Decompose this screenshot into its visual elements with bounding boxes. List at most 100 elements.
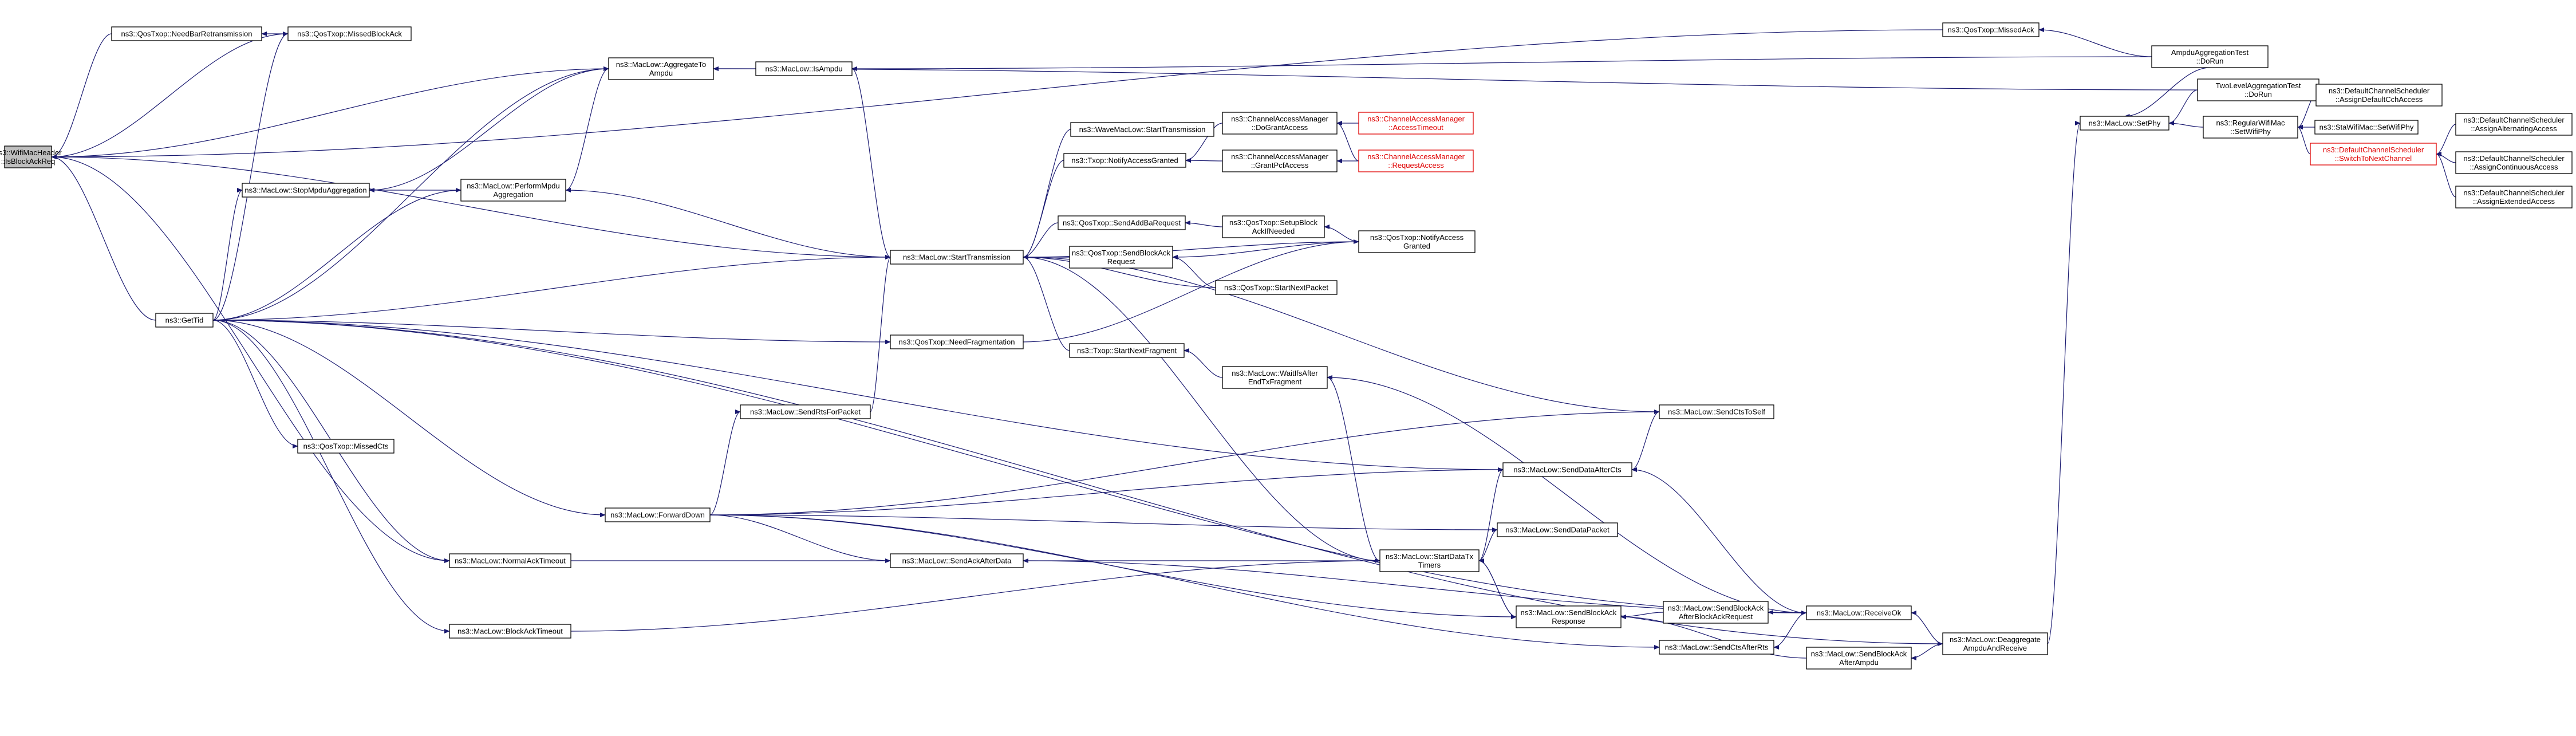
edge-forwarddown-to-sendctsafterrts [709,514,1660,650]
node-assigndefcch[interactable]: ns3::DefaultChannelScheduler::AssignDefa… [2315,84,2443,107]
node-startnextfrag[interactable]: ns3::Txop::StartNextFragment [1069,343,1185,358]
edge-blockacktimeout-to-startdatatx [570,558,1380,632]
node-assignext-label-1: ::AssignExtendedAccess [2473,197,2555,206]
node-sendrts[interactable]: ns3::MacLow::SendRtsForPacket [740,404,871,419]
node-blockacktimeout[interactable]: ns3::MacLow::BlockAckTimeout [449,624,571,639]
node-receiveok[interactable]: ns3::MacLow::ReceiveOk [1806,605,1912,620]
node-starttx[interactable]: ns3::MacLow::StartTransmission [890,250,1024,265]
edge-grantpcf-to-notifyaccess [1185,158,1223,163]
node-stawifisetphy-label-0: ns3::StaWifiMac::SetWifiPhy [2319,123,2414,132]
node-sendackafterdata[interactable]: ns3::MacLow::SendAckAfterData [890,553,1024,568]
edge-gettid-to-stopmpdu [212,188,243,321]
edge-ampduaggtest-to-isampdu [851,56,2152,71]
edge-wavestart-to-starttx [1023,129,1071,259]
node-waitifafter-label-0: ns3::MacLow::WaitIfsAfter [1232,369,1318,377]
edge-startdatatx-to-sendblockackresp [1478,560,1517,619]
node-gettid[interactable]: ns3::GetTid [155,313,214,328]
edge-gettid-to-deaggregate [212,320,1943,646]
node-performmpdu-label-0: ns3::MacLow::PerformMpdu [467,182,560,190]
node-sendblockackafterampdu-label-0: ns3::MacLow::SendBlockAck [1811,650,1907,658]
edge-waitifafter-to-startnextfrag [1184,348,1223,378]
node-stawifisetphy[interactable]: ns3::StaWifiMac::SetWifiPhy [2314,120,2419,135]
node-accesstimeout[interactable]: ns3::ChannelAccessManager::AccessTimeout [1358,112,1474,135]
node-assignalt-box [2455,113,2573,136]
edge-root-to-normalacktimeout [51,156,450,563]
node-notifyaccess[interactable]: ns3::Txop::NotifyAccessGranted [1063,153,1186,168]
node-needbar[interactable]: ns3::QosTxop::NeedBarRetransmission [111,26,262,41]
node-assignalt[interactable]: ns3::DefaultChannelScheduler::AssignAlte… [2455,113,2573,136]
node-sendblockackresp-label-1: Response [1552,617,1585,625]
node-receiveok-label-0: ns3::MacLow::ReceiveOk [1817,609,1902,617]
node-senddataaftercts[interactable]: ns3::MacLow::SendDataAfterCts [1502,462,1632,477]
node-switchtonext-label-1: ::SwitchToNextChannel [2335,154,2412,163]
node-missedcts[interactable]: ns3::QosTxop::MissedCts [297,439,395,454]
node-ampduaggtest[interactable]: AmpduAggregationTest::DoRun [2151,45,2269,68]
edge-qosmissedack-to-root [51,29,1943,159]
node-assignalt-label-0: ns3::DefaultChannelScheduler [2463,116,2565,124]
edges-layer [51,27,2456,660]
edge-aggtoampdu-to-root [51,68,609,159]
node-grantpcf[interactable]: ns3::ChannelAccessManager::GrantPcfAcces… [1222,149,1338,172]
node-tlaggtest-label-0: TwoLevelAggregationTest [2216,81,2301,90]
node-wavestart[interactable]: ns3::WaveMacLow::StartTransmission [1070,122,1214,137]
node-sendblockackafterampdu-box [1806,647,1912,670]
node-sendblockackafterreq[interactable]: ns3::MacLow::SendBlockAckAfterBlockAckRe… [1663,601,1769,624]
node-sendctstoself-label-0: ns3::MacLow::SendCtsToSelf [1668,408,1765,416]
node-tlaggtest[interactable]: TwoLevelAggregationTest::DoRun [2197,78,2319,101]
node-setphy-label-0: ns3::MacLow::SetPhy [2089,119,2161,128]
edge-setupblockack-to-sendaddba [1185,221,1223,227]
edge-startnextpacket-to-starttx [1023,255,1216,288]
edge-tlaggtest-to-setphy [2168,89,2198,125]
node-setphy[interactable]: ns3::MacLow::SetPhy [2080,116,2169,131]
node-blockacktimeout-box [449,624,571,639]
node-sendctstoself[interactable]: ns3::MacLow::SendCtsToSelf [1659,404,1774,419]
node-senddatapacket-label-0: ns3::MacLow::SendDataPacket [1505,526,1609,534]
node-sendaddba[interactable]: ns3::QosTxop::SendAddBaRequest [1058,215,1186,230]
node-switchtonext-box [2310,143,2437,166]
node-root-label-1: ::IsBlockAckReq [1,157,56,166]
node-needfrag[interactable]: ns3::QosTxop::NeedFragmentation [890,334,1024,349]
node-qosmissedack-label-0: ns3::QosTxop::MissedAck [1948,26,2034,34]
node-setupblockack-label-0: ns3::QosTxop::SetupBlock [1229,218,1317,227]
node-isampdu[interactable]: ns3::MacLow::IsAmpdu [755,61,853,76]
node-missedblockack[interactable]: ns3::QosTxop::MissedBlockAck [287,26,412,41]
node-switchtonext[interactable]: ns3::DefaultChannelScheduler::SwitchToNe… [2310,143,2437,166]
edge-sendblockackafterampdu-to-sendblockackresp [1620,615,1807,659]
node-forwarddown[interactable]: ns3::MacLow::ForwardDown [605,507,711,522]
node-sendblockackafterampdu-label-1: AfterAmpdu [1839,658,1879,667]
node-requestaccess-box [1358,149,1474,172]
node-sendctsafterrts-box [1659,640,1774,655]
node-senddatapacket[interactable]: ns3::MacLow::SendDataPacket [1497,522,1618,537]
node-requestaccess[interactable]: ns3::ChannelAccessManager::RequestAccess [1358,149,1474,172]
node-root[interactable]: ns3::WifiMacHeader::IsBlockAckReq [0,145,62,168]
node-qosnotify-label-1: Granted [1403,242,1430,250]
node-startnextfrag-box [1069,343,1185,358]
node-normalacktimeout[interactable]: ns3::MacLow::NormalAckTimeout [449,553,571,568]
node-assigndefcch-label-1: ::AssignDefaultCchAccess [2336,95,2423,104]
node-senddataaftercts-label-0: ns3::MacLow::SendDataAfterCts [1513,466,1622,474]
node-assigncont[interactable]: ns3::DefaultChannelScheduler::AssignCont… [2455,151,2573,174]
node-sendctsafterrts[interactable]: ns3::MacLow::SendCtsAfterRts [1659,640,1774,655]
node-qosnotify[interactable]: ns3::QosTxop::NotifyAccessGranted [1358,230,1476,253]
node-stopmpdu[interactable]: ns3::MacLow::StopMpduAggregation [242,183,370,198]
node-regwifisetphy[interactable]: ns3::RegularWifiMac::SetWifiPhy [2203,116,2298,139]
node-assignalt-label-1: ::AssignAlternatingAccess [2471,124,2557,133]
node-qosmissedack[interactable]: ns3::QosTxop::MissedAck [1942,22,2040,37]
edge-tlaggtest-to-aggtoampdu [713,66,2198,90]
node-assignext[interactable]: ns3::DefaultChannelScheduler::AssignExte… [2455,186,2573,208]
node-dogrant[interactable]: ns3::ChannelAccessManager::DoGrantAccess [1222,112,1338,135]
node-sendblockackafterreq-label-0: ns3::MacLow::SendBlockAck [1668,604,1764,612]
node-startnextfrag-label-0: ns3::Txop::StartNextFragment [1077,347,1177,355]
node-sendctsafterrts-label-0: ns3::MacLow::SendCtsAfterRts [1665,643,1769,652]
node-startnextpacket[interactable]: ns3::QosTxop::StartNextPacket [1215,280,1338,295]
edge-assigncont-to-switchtonext [2436,152,2456,163]
